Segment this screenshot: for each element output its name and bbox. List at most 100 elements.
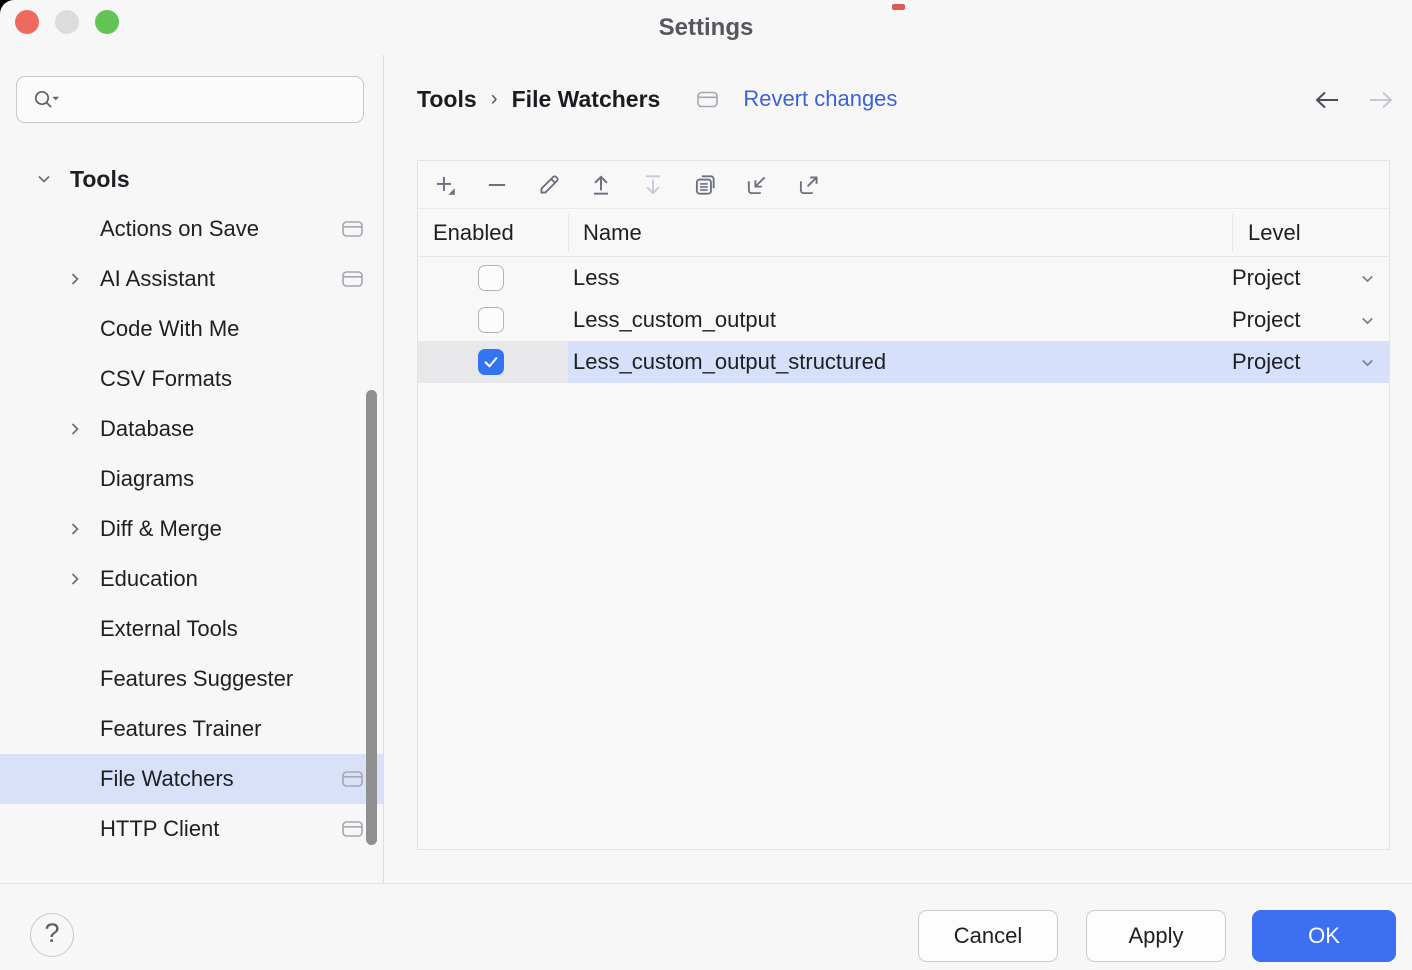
move-down-button[interactable] (635, 167, 671, 203)
help-button[interactable]: ? (30, 913, 74, 957)
recording-indicator (892, 4, 905, 10)
export-icon (796, 172, 822, 198)
column-header-level: Level (1248, 219, 1301, 245)
sidebar-item-label: Education (100, 566, 198, 591)
sidebar-item-label: Diff & Merge (100, 516, 222, 541)
sidebar-item-label: HTTP Client (100, 816, 220, 841)
edit-watcher-button[interactable] (531, 167, 567, 203)
import-icon (744, 172, 770, 198)
file-watchers-panel: Enabled Name Level Less Project (417, 160, 1390, 850)
sidebar-item-label: External Tools (100, 616, 238, 641)
chevron-right-icon[interactable] (64, 418, 86, 440)
column-header-name: Name (583, 219, 642, 245)
titlebar: Settings (0, 0, 1412, 56)
level-dropdown[interactable]: Project (1232, 299, 1389, 341)
revert-changes-link[interactable]: Revert changes (743, 86, 898, 111)
watcher-name: Less_custom_output (573, 307, 777, 332)
sidebar-item-label: AI Assistant (100, 266, 215, 291)
sidebar-item-label: Features Trainer (100, 716, 262, 741)
remove-watcher-button[interactable] (479, 167, 515, 203)
export-watchers-button[interactable] (791, 167, 827, 203)
chevron-down-icon (1359, 270, 1376, 287)
enabled-checkbox[interactable] (478, 265, 504, 291)
sidebar-item-features-trainer[interactable]: Features Trainer (0, 704, 383, 754)
chevron-right-icon[interactable] (64, 268, 86, 290)
level-value: Project (1232, 265, 1301, 290)
level-value: Project (1232, 307, 1301, 332)
ok-button[interactable]: OK (1252, 910, 1396, 962)
window-title: Settings (658, 14, 754, 41)
settings-tree: Tools Actions on Save AI Assistant (0, 154, 383, 854)
column-separator (1232, 214, 1233, 251)
level-value: Project (1232, 349, 1301, 374)
plus-icon (432, 172, 458, 198)
sidebar-item-csv-formats[interactable]: CSV Formats (0, 354, 383, 404)
sidebar-item-label: Database (100, 416, 195, 441)
chevron-down-icon (1359, 312, 1376, 329)
arrow-up-icon (588, 172, 614, 198)
breadcrumb-separator: › (490, 87, 498, 110)
copy-icon (692, 172, 718, 198)
level-dropdown[interactable]: Project (1232, 341, 1389, 383)
apply-button[interactable]: Apply (1086, 910, 1226, 962)
watchers-toolbar (418, 161, 1389, 209)
import-watchers-button[interactable] (739, 167, 775, 203)
window-badge-icon (342, 221, 363, 238)
window-badge-icon (697, 91, 719, 108)
sidebar-item-diff-merge[interactable]: Diff & Merge (0, 504, 383, 554)
table-row[interactable]: Less_custom_output_structured Project (418, 341, 1389, 383)
minus-icon (484, 172, 510, 198)
pencil-icon (536, 172, 562, 198)
back-button[interactable] (1312, 88, 1342, 112)
sidebar-item-external-tools[interactable]: External Tools (0, 604, 383, 654)
window-badge-icon (342, 271, 363, 288)
sidebar-item-label: File Watchers (100, 766, 234, 791)
sidebar-item-http-client[interactable]: HTTP Client (0, 804, 383, 854)
sidebar-divider (383, 55, 384, 883)
sidebar-item-label: CSV Formats (100, 366, 233, 391)
breadcrumb-file-watchers: File Watchers (511, 85, 661, 112)
column-separator (568, 214, 569, 251)
sidebar-item-features-suggester[interactable]: Features Suggester (0, 654, 383, 704)
duplicate-watcher-button[interactable] (687, 167, 723, 203)
chevron-down-icon[interactable] (33, 168, 55, 190)
window-badge-icon (342, 771, 363, 788)
watchers-table: Less Project Less_custom_output Project (418, 257, 1389, 383)
level-dropdown[interactable]: Project (1232, 257, 1389, 299)
add-watcher-button[interactable] (427, 167, 463, 203)
settings-search-input[interactable] (16, 76, 364, 123)
enabled-checkbox[interactable] (478, 349, 504, 375)
breadcrumb: Tools › File Watchers Revert changes (417, 80, 897, 118)
column-header-enabled: Enabled (433, 219, 514, 245)
window-badge-icon (342, 821, 363, 838)
minimize-window-button[interactable] (55, 10, 79, 34)
footer-divider (0, 883, 1412, 884)
sidebar-item-ai-assistant[interactable]: AI Assistant (0, 254, 383, 304)
sidebar-scrollbar[interactable] (366, 390, 377, 845)
table-header: Enabled Name Level (418, 209, 1389, 257)
search-icon (32, 88, 62, 112)
chevron-right-icon[interactable] (64, 568, 86, 590)
sidebar-item-education[interactable]: Education (0, 554, 383, 604)
forward-button[interactable] (1366, 88, 1396, 112)
enabled-cell (418, 257, 568, 299)
table-row[interactable]: Less Project (418, 257, 1389, 299)
chevron-down-icon (1359, 354, 1376, 371)
chevron-right-icon[interactable] (64, 518, 86, 540)
zoom-window-button[interactable] (95, 10, 119, 34)
sidebar-item-tools[interactable]: Tools (0, 154, 383, 204)
breadcrumb-tools[interactable]: Tools (417, 85, 477, 112)
close-window-button[interactable] (15, 10, 39, 34)
sidebar-item-actions-on-save[interactable]: Actions on Save (0, 204, 383, 254)
table-row[interactable]: Less_custom_output Project (418, 299, 1389, 341)
sidebar-item-label: Actions on Save (100, 216, 259, 241)
enabled-cell (418, 341, 568, 383)
sidebar-item-code-with-me[interactable]: Code With Me (0, 304, 383, 354)
enabled-cell (418, 299, 568, 341)
enabled-checkbox[interactable] (478, 307, 504, 333)
sidebar-item-diagrams[interactable]: Diagrams (0, 454, 383, 504)
sidebar-item-database[interactable]: Database (0, 404, 383, 454)
cancel-button[interactable]: Cancel (918, 910, 1058, 962)
move-up-button[interactable] (583, 167, 619, 203)
sidebar-item-file-watchers[interactable]: File Watchers (0, 754, 383, 804)
